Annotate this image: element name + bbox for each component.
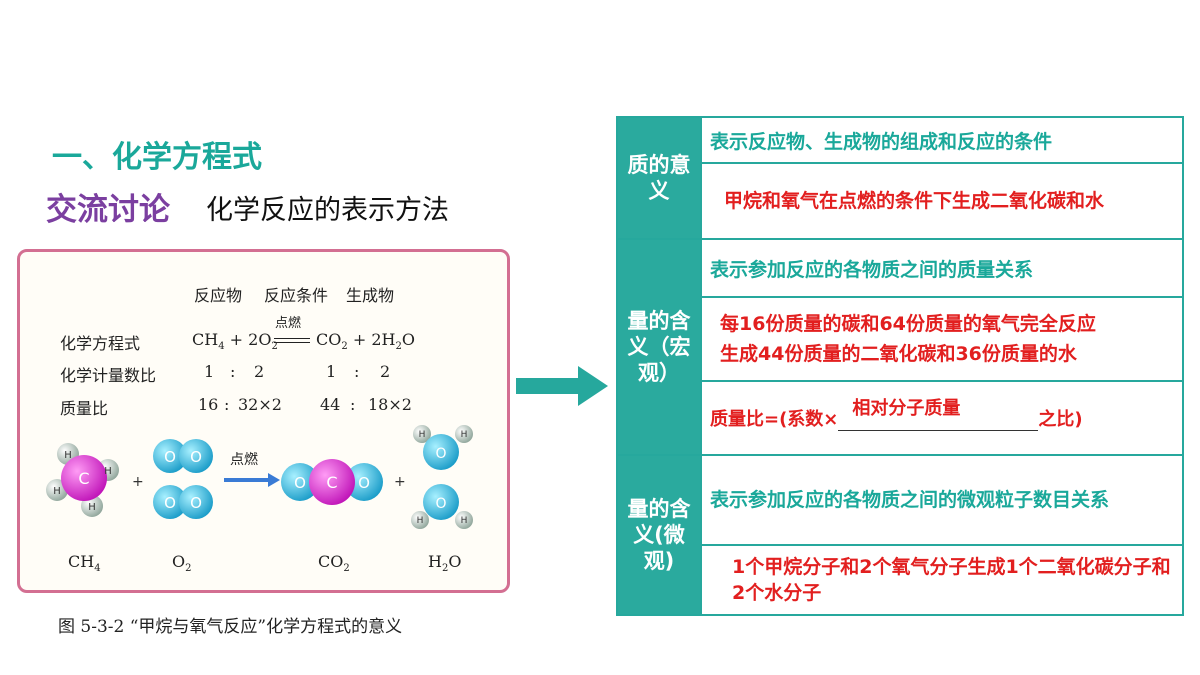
svg-text:O: O — [190, 494, 202, 512]
micro-meaning: 表示参加反应的各物质之间的微观粒子数目关系 — [700, 454, 1184, 546]
figure-caption: 图 5-3-2 “甲烷与氧气反应”化学方程式的意义 — [58, 617, 403, 637]
arrow-condition: 点燃 — [230, 451, 258, 468]
plus-2: + — [394, 474, 406, 490]
ratio-colon-2: : — [354, 362, 360, 381]
svg-text:O: O — [294, 474, 306, 492]
condition-label: 点燃 — [275, 316, 302, 331]
svg-text:H: H — [88, 502, 96, 513]
svg-text:H: H — [461, 430, 468, 440]
atom-c: C — [78, 469, 89, 488]
mass-2: 32×2 — [238, 395, 282, 414]
svg-text:H: H — [104, 466, 112, 477]
o2-molecules: O O O O — [153, 439, 213, 519]
svg-text:H: H — [64, 450, 72, 461]
molecule-illustration: C H H H H + O O O O 点燃 O C O — [46, 425, 473, 529]
discussion-topic: 化学反应的表示方法 — [206, 195, 449, 226]
mass-3: 44 — [320, 395, 341, 414]
row-mass-label: 质量比 — [60, 399, 109, 418]
quality-example: 甲烷和氧气在点燃的条件下生成二氧化碳和水 — [700, 162, 1184, 240]
svg-text:H: H — [417, 516, 424, 526]
col-product: 生成物 — [346, 286, 395, 305]
equals-line-bottom — [274, 342, 310, 343]
svg-text:H: H — [419, 430, 426, 440]
label-o2: O2 — [172, 552, 192, 575]
header-quality: 质的意义 — [616, 116, 702, 240]
ratio-colon-1: : — [230, 362, 236, 381]
label-h2o: H2O — [428, 552, 462, 575]
header-micro: 量的含义(微观) — [616, 454, 702, 616]
svg-text:C: C — [326, 473, 337, 492]
row-equation-label: 化学方程式 — [60, 334, 141, 353]
row-ratio-label: 化学计量数比 — [60, 366, 157, 385]
equation: CH4 + 2O2 — [192, 330, 278, 353]
ratio-3: 1 — [326, 362, 337, 381]
mass-ratio-formula: 质量比=(系数×相对分子质量之比) — [700, 380, 1184, 456]
mass-4: 18×2 — [368, 395, 412, 414]
svg-text:O: O — [164, 448, 176, 466]
micro-example: 1个甲烷分子和2个氧气分子生成1个二氧化碳分子和2个水分子 — [700, 544, 1184, 616]
co2-molecule: O C O — [281, 459, 383, 505]
mass-colon-1: : — [224, 395, 230, 414]
meaning-table: 质的意义 表示反应物、生成物的组成和反应的条件 甲烷和氧气在点燃的条件下生成二氧… — [616, 116, 1184, 616]
svg-text:O: O — [435, 496, 446, 512]
header-macro: 量的含义（宏观） — [616, 238, 702, 456]
col-reactant: 反应物 — [194, 286, 243, 305]
h2o-molecules: O O H H H H — [411, 425, 473, 529]
col-condition: 反应条件 — [264, 286, 329, 305]
svg-text:O: O — [435, 446, 446, 462]
equation-products: CO2 + 2H2O — [316, 330, 415, 353]
mass-colon-2: : — [350, 395, 356, 414]
formula-blank: 相对分子质量 — [838, 398, 1039, 431]
ratio-2: 2 — [254, 362, 265, 381]
discussion-label: 交流讨论 — [46, 192, 170, 228]
section-title: 一、化学方程式 — [52, 140, 262, 175]
plus-1: + — [132, 474, 144, 490]
macro-meaning: 表示参加反应的各物质之间的质量关系 — [700, 238, 1184, 298]
svg-text:H: H — [53, 486, 61, 497]
reaction-arrow-icon — [224, 473, 280, 487]
equals-line-top — [274, 338, 310, 339]
svg-text:O: O — [190, 448, 202, 466]
ratio-4: 2 — [380, 362, 391, 381]
macro-example: 每16份质量的碳和64份质量的氧气完全反应 生成44份质量的二氧化碳和36份质量… — [700, 296, 1184, 382]
ch4-molecule: C H H H H — [46, 443, 119, 517]
quality-meaning: 表示反应物、生成物的组成和反应的条件 — [700, 116, 1184, 164]
arrow-right-icon — [516, 366, 608, 406]
svg-text:O: O — [164, 494, 176, 512]
ratio-1: 1 — [204, 362, 215, 381]
label-co2: CO2 — [318, 552, 350, 575]
mass-1: 16 — [198, 395, 219, 414]
figure-panel: 反应物 反应条件 生成物 化学方程式 化学计量数比 质量比 CH4 + 2O2 … — [17, 249, 510, 593]
svg-text:O: O — [358, 474, 370, 492]
svg-text:H: H — [461, 516, 468, 526]
label-ch4: CH4 — [68, 552, 101, 575]
